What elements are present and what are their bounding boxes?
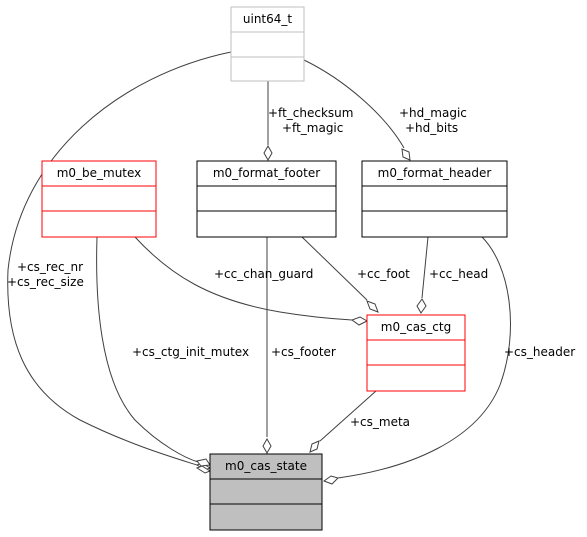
edge-diamond-cs-meta: [309, 440, 320, 453]
edge-uint64-to-cas-state: [7, 51, 232, 467]
class-uint64_t[interactable]: uint64_t: [230, 6, 305, 82]
class-uint64_t-title: uint64_t: [243, 12, 293, 26]
label-cs-ctg-init-mutex: +cs_ctg_init_mutex: [132, 345, 249, 359]
class-m0_cas_state-title: m0_cas_state: [225, 459, 307, 473]
label-cs-rec-size: +cs_rec_size: [7, 275, 84, 289]
edge-diamond-cc-head: [416, 298, 427, 314]
label-ft-magic: +ft_magic: [282, 121, 343, 135]
edge-diamond-cs-rec-size: [195, 465, 212, 474]
edge-header-to-state: [337, 236, 511, 479]
edge-uint64-to-header: [303, 59, 405, 149]
edge-diamond-cc-chan-guard: [350, 316, 369, 326]
class-m0_format_footer[interactable]: m0_format_footer: [196, 160, 337, 238]
class-m0_format_header-title: m0_format_header: [378, 166, 492, 180]
label-cc-chan-guard: +cc_chan_guard: [214, 267, 313, 281]
label-hd-bits: +hd_bits: [405, 121, 458, 135]
label-ft-checksum: +ft_checksum: [268, 106, 353, 120]
label-cc-foot: +cc_foot: [357, 267, 410, 281]
label-cs-rec-nr: +cs_rec_nr: [17, 260, 83, 274]
class-m0_cas_state[interactable]: m0_cas_state: [209, 453, 323, 531]
edge-diamond-footer: [263, 144, 273, 162]
label-cs-header: +cs_header: [504, 345, 575, 359]
edge-mutex-to-state: [96, 236, 199, 463]
edge-mutex-to-ctg: [134, 236, 353, 321]
label-hd-magic: +hd_magic: [399, 106, 467, 120]
class-m0_format_header[interactable]: m0_format_header: [361, 160, 508, 238]
class-m0_be_mutex-title: m0_be_mutex: [57, 166, 142, 180]
edge-footer-to-ctg: [301, 236, 368, 301]
edge-diamond-cc-foot: [366, 300, 379, 313]
class-m0_cas_ctg-title: m0_cas_ctg: [381, 320, 451, 334]
edge-diamond-header: [401, 148, 411, 161]
class-m0_cas_ctg[interactable]: m0_cas_ctg: [366, 314, 466, 392]
edge-header-to-ctg: [421, 236, 429, 299]
edge-diamond-cs-ctg-init-mutex: [196, 458, 211, 467]
label-cc-head: +cc_head: [429, 267, 488, 281]
edge-diamond-cs-header: [322, 475, 339, 485]
class-m0_be_mutex[interactable]: m0_be_mutex: [41, 160, 157, 238]
edge-diamond-cs-footer: [262, 437, 272, 455]
edge-ctg-to-state: [319, 390, 377, 442]
class-m0_format_footer-title: m0_format_footer: [213, 166, 320, 180]
label-cs-footer: +cs_footer: [271, 345, 336, 359]
label-cs-meta: +cs_meta: [350, 415, 410, 429]
